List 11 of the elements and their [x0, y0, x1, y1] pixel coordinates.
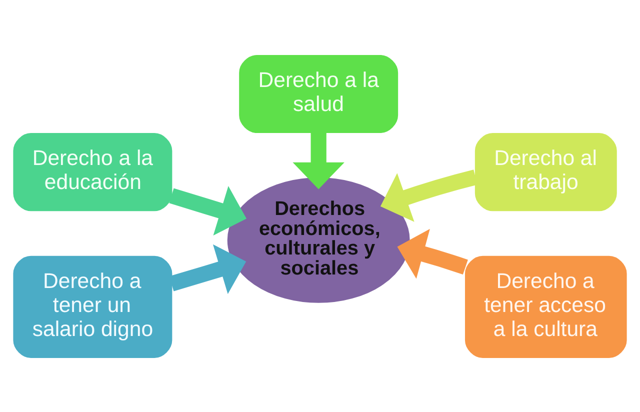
arrow	[169, 244, 246, 294]
node-box: Derecho al trabajo	[474, 132, 617, 211]
node-box: Derecho a tener acceso a la cultura	[465, 255, 627, 358]
arrow	[292, 132, 344, 189]
node-box: Derecho a la salud	[239, 54, 398, 133]
arrow	[397, 228, 468, 278]
arrow	[380, 169, 478, 222]
node-box: Derecho a tener un salario digno	[13, 255, 172, 358]
node-ellipse: Derechos económicos, culturales y sociales	[227, 177, 410, 302]
node-box: Derecho a la educación	[13, 132, 172, 211]
arrow	[169, 186, 247, 235]
